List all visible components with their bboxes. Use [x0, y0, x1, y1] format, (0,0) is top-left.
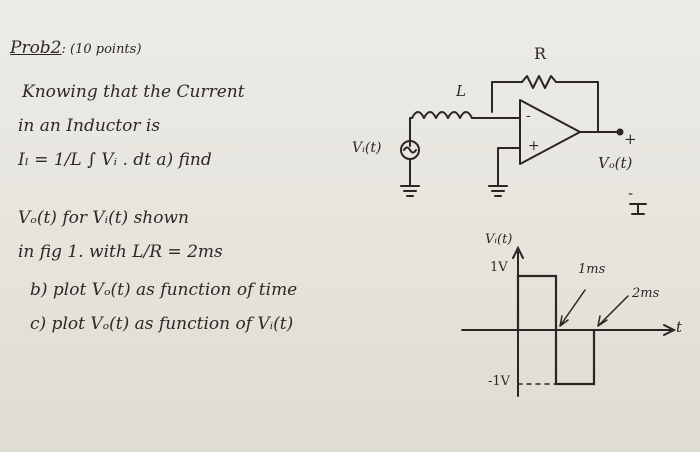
problem-title: Prob2: (10 points): [10, 38, 141, 58]
inductor-label: L: [456, 82, 466, 100]
chart-y-arrow: [512, 245, 524, 259]
noninv-ground: [488, 185, 508, 197]
output-plus-label: +: [624, 130, 637, 148]
chart-x-label: t: [676, 318, 683, 336]
problem-line-5: in fig 1. with L/R = 2ms: [18, 242, 223, 262]
output-minus-label: -: [628, 184, 634, 202]
annotation-1ms: 1ms: [578, 262, 606, 277]
waveform-chart: [461, 245, 677, 397]
output-label: Vₒ(t): [598, 154, 633, 172]
problem-line-2: in an Inductor is: [18, 116, 161, 136]
source-ground: [400, 185, 420, 197]
opamp-plus-label: +: [528, 138, 540, 154]
opamp-output-wire: [579, 123, 619, 133]
feedback-wire: [491, 81, 523, 113]
source-wave: [403, 146, 417, 154]
waveform-series-line: [516, 274, 596, 386]
problem-line-6: b) plot Vₒ(t) as function of time: [30, 280, 298, 300]
annotation-2ms: 2ms: [632, 286, 660, 301]
noninv-wire: [497, 147, 521, 187]
resistor-label: R: [534, 44, 547, 63]
source-to-inductor-wire: [409, 117, 413, 147]
chart-tick-minus-1v: -1V: [488, 374, 511, 389]
opamp-minus-label: -: [526, 108, 531, 124]
opamp-triangle: [519, 99, 581, 165]
problem-number: Prob2: [10, 38, 62, 58]
problem-line-1: Knowing that the Current: [22, 82, 245, 102]
source-label: Vᵢ(t): [352, 140, 382, 156]
annotation-1ms-arrow: [559, 289, 586, 327]
chart-tick-1v: 1V: [490, 260, 508, 275]
feedback-wire-right: [555, 81, 599, 125]
problem-line-3: Iₗ = 1/L ∫ Vᵢ . dt a) find: [18, 150, 212, 170]
annotation-2ms-arrow: [597, 295, 629, 327]
inductor-coil: [411, 111, 473, 119]
resistor-zigzag: [521, 75, 557, 89]
problem-line-7: c) plot Vₒ(t) as function of Vᵢ(t): [30, 314, 294, 334]
output-terminal: [616, 128, 624, 136]
problem-points: : (10 points): [61, 42, 142, 57]
chart-x-arrow: [663, 324, 677, 336]
chart-y-label: Vᵢ(t): [485, 232, 513, 247]
output-ground: [629, 203, 647, 215]
problem-line-4: Vₒ(t) for Vᵢ(t) shown: [18, 208, 189, 228]
